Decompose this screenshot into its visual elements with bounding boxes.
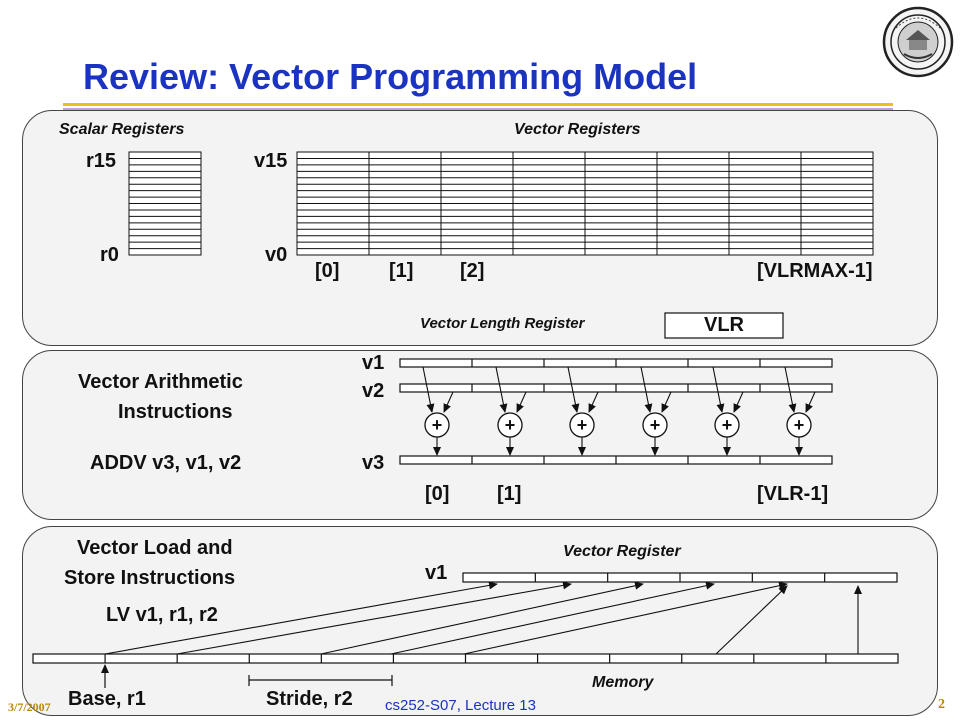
vlr-register-box [664,312,784,339]
vector-register-file [296,151,874,256]
v2-to-adder-arrow [661,391,672,413]
adder-plus-icon: + [794,415,805,435]
scalar-register-file [128,151,202,256]
arith-dest-label: v3 [362,452,385,474]
ls-heading-line1: Vector Load and [77,537,233,559]
v2-to-adder-arrow [733,391,744,413]
memory-to-register-arrow [320,581,644,655]
memory-to-register-arrow [176,581,572,655]
vlr-caption: Vector Length Register [420,315,585,332]
vector-element-index: [1] [389,260,414,282]
arith-heading-line2: Instructions [118,401,233,423]
load-arrows [104,581,862,655]
adder-plus-icon: + [432,415,443,435]
base-label: Base, r1 [68,688,146,710]
arith-registers [399,358,833,465]
arith-src2-label: v2 [362,380,385,402]
ls-instruction: LV v1, r1, r2 [106,604,218,626]
adder-plus-icon: + [505,415,516,435]
arith-heading-line1: Vector Arithmetic [78,371,243,393]
memory-to-register-arrow [463,581,788,655]
v1-to-adder-arrow [640,366,653,413]
adder-plus-icon: + [650,415,661,435]
v1-to-adder-arrow [567,366,580,413]
title-rule-gold [63,103,893,106]
adder-plus-icon: + [577,415,588,435]
v1-to-adder-arrow [712,366,725,413]
load-store-panel [22,526,938,716]
vector-registers-caption: Vector Registers [514,121,641,138]
adder-array: + + + + + + [422,366,816,456]
memory-caption: Memory [592,674,654,691]
scalar-top-label: r15 [86,150,117,172]
v1-to-adder-arrow [495,366,508,413]
arith-instruction: ADDV v3, v1, v2 [90,452,242,474]
vector-element-index: [2] [460,260,485,282]
memory-to-register-arrow [715,585,788,655]
ls-register-caption: Vector Register [563,543,681,560]
v2-to-adder-arrow [588,391,599,413]
arith-element-index: [VLR-1] [757,483,829,505]
load-dest-register [462,572,898,583]
v2-to-adder-arrow [443,391,454,413]
title-rule-violet [63,108,893,110]
scalar-registers-caption: Scalar Registers [59,121,185,138]
v2-to-adder-arrow [516,391,527,413]
arith-src1-label: v1 [362,352,385,374]
v2-to-adder-arrow [805,391,816,413]
memory-strip [32,653,899,664]
arithmetic-panel [22,350,938,520]
scalar-bottom-label: r0 [100,244,119,266]
vector-element-index: [VLRMAX-1] [757,260,873,282]
adder-plus-icon: + [722,415,733,435]
memory-to-register-arrow [390,581,715,655]
vector-element-index: [0] [315,260,340,282]
arith-element-index: [1] [497,483,522,505]
v1-to-adder-arrow [422,366,435,413]
v1-to-adder-arrow [784,366,797,413]
stride-bracket [248,675,393,686]
footer-date: 3/7/2007 [8,700,51,714]
ls-register-name: v1 [425,562,448,584]
vlr-box-label: VLR [704,314,744,336]
memory-to-register-arrow [104,581,498,655]
arith-element-index: [0] [425,483,450,505]
ls-heading-line2: Store Instructions [64,567,236,589]
vector-top-label: v15 [254,150,288,172]
stride-label: Stride, r2 [266,688,353,710]
university-seal-icon [882,6,954,78]
footer-course: cs252-S07, Lecture 13 [385,697,536,714]
vector-bottom-label: v0 [265,244,288,266]
footer-page-number: 2 [938,697,945,712]
slide-title: Review: Vector Programming Model [83,56,698,97]
